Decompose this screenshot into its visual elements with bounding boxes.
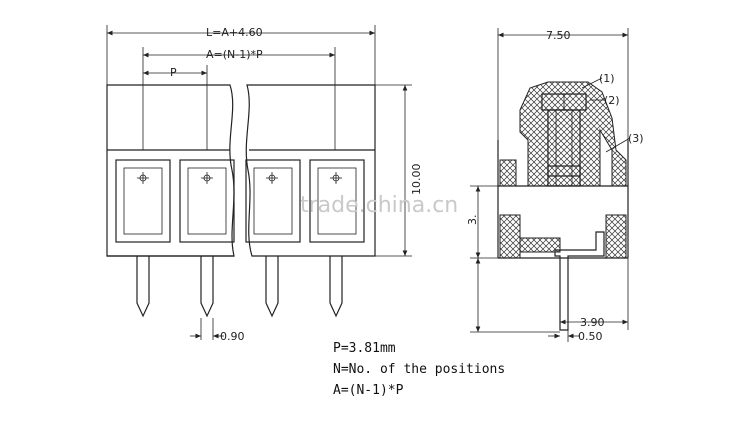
pin <box>265 256 279 318</box>
pin-width-dim-label: 0.90 <box>220 330 245 343</box>
watermark: trade.china.cn <box>300 193 458 218</box>
contact-window <box>245 159 301 243</box>
side-height-dim-label: 3. <box>466 215 479 226</box>
pin <box>329 256 343 318</box>
pin-thickness-dim-label: 0.50 <box>578 330 603 343</box>
pitch-dim-label: P <box>170 66 177 79</box>
callout-1: (1) <box>599 72 615 85</box>
height-dim-label: 10.00 <box>410 164 423 196</box>
legend-pitch: P=3.81mm <box>333 341 396 356</box>
side-view: 7.50 (1) (2) (3) <box>466 28 644 343</box>
legend-positions: N=No. of the positions <box>333 362 505 377</box>
legend: P=3.81mm N=No. of the positions A=(N-1)*… <box>333 341 505 398</box>
callout-3: (3) <box>628 132 644 145</box>
depth-dim-label: 7.50 <box>546 29 571 42</box>
length-dim-label: L=A+4.60 <box>206 26 263 39</box>
contact-window <box>309 159 365 243</box>
pin <box>136 256 150 318</box>
contact-window <box>115 159 171 243</box>
span-dim-label: A=(N-1)*P <box>206 48 263 61</box>
front-view: L=A+4.60 A=(N-1)*P P <box>106 25 423 343</box>
pin-offset-dim-label: 3.90 <box>580 316 605 329</box>
screw <box>541 93 587 187</box>
legend-span: A=(N-1)*P <box>333 383 404 398</box>
side-pin <box>554 231 605 331</box>
callout-2: (2) <box>604 94 620 107</box>
pin <box>200 256 214 318</box>
contact-window <box>179 159 235 243</box>
